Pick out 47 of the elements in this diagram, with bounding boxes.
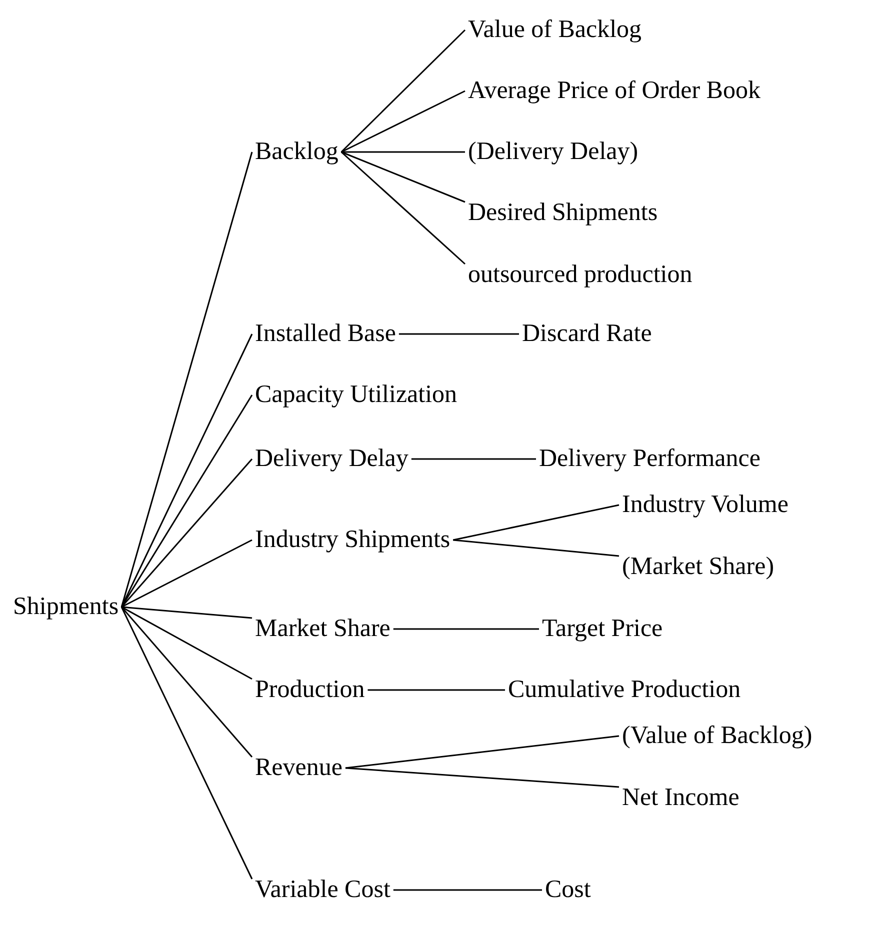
connector-line [345, 767, 620, 788]
connector-line [345, 735, 620, 769]
connector-line [393, 628, 539, 630]
node-label: Delivery Delay [252, 444, 412, 474]
connector-line [453, 504, 620, 541]
node-label: Net Income [619, 783, 742, 813]
connector-line [122, 606, 252, 619]
node-label: Discard Rate [519, 319, 655, 349]
connector-line [121, 606, 252, 680]
connector-line [121, 458, 253, 608]
node-label: Production [252, 675, 368, 705]
node-label: Target Price [539, 614, 666, 644]
node-label: Installed Base [252, 319, 399, 349]
node-label: Variable Cost [252, 875, 394, 905]
node-label: Average Price of Order Book [465, 76, 764, 106]
connector-line [368, 689, 505, 691]
node-label: Industry Shipments [252, 525, 454, 555]
node-label: outsourced production [465, 260, 696, 290]
node-label: Value of Backlog [465, 15, 645, 45]
node-label: Cumulative Production [505, 675, 744, 705]
node-label: Industry Volume [619, 490, 792, 520]
connector-line [340, 29, 466, 153]
connector-line [393, 889, 542, 891]
connector-line [453, 539, 620, 557]
node-label: Revenue [252, 753, 346, 783]
connector-line [341, 151, 466, 203]
node-label: (Market Share) [619, 552, 778, 582]
node-label: Market Share [252, 614, 394, 644]
node-label: Delivery Performance [536, 444, 764, 474]
node-label: Shipments [10, 592, 122, 622]
node-label: (Delivery Delay) [465, 137, 642, 167]
connector-line [341, 90, 466, 153]
connector-line [411, 458, 536, 460]
connector-line [120, 334, 253, 608]
node-label: Capacity Utilization [252, 380, 460, 410]
node-label: Backlog [252, 137, 342, 167]
connector-line [121, 606, 253, 758]
connector-line [120, 152, 253, 608]
connector-line [398, 333, 519, 335]
connector-line [340, 151, 466, 265]
node-label: (Value of Backlog) [619, 721, 816, 751]
connector-line [120, 606, 253, 880]
connector-line [121, 539, 252, 608]
node-label: Cost [542, 875, 594, 905]
node-label: Desired Shipments [465, 198, 661, 228]
connector-line [120, 394, 253, 608]
connector-line [341, 151, 465, 153]
